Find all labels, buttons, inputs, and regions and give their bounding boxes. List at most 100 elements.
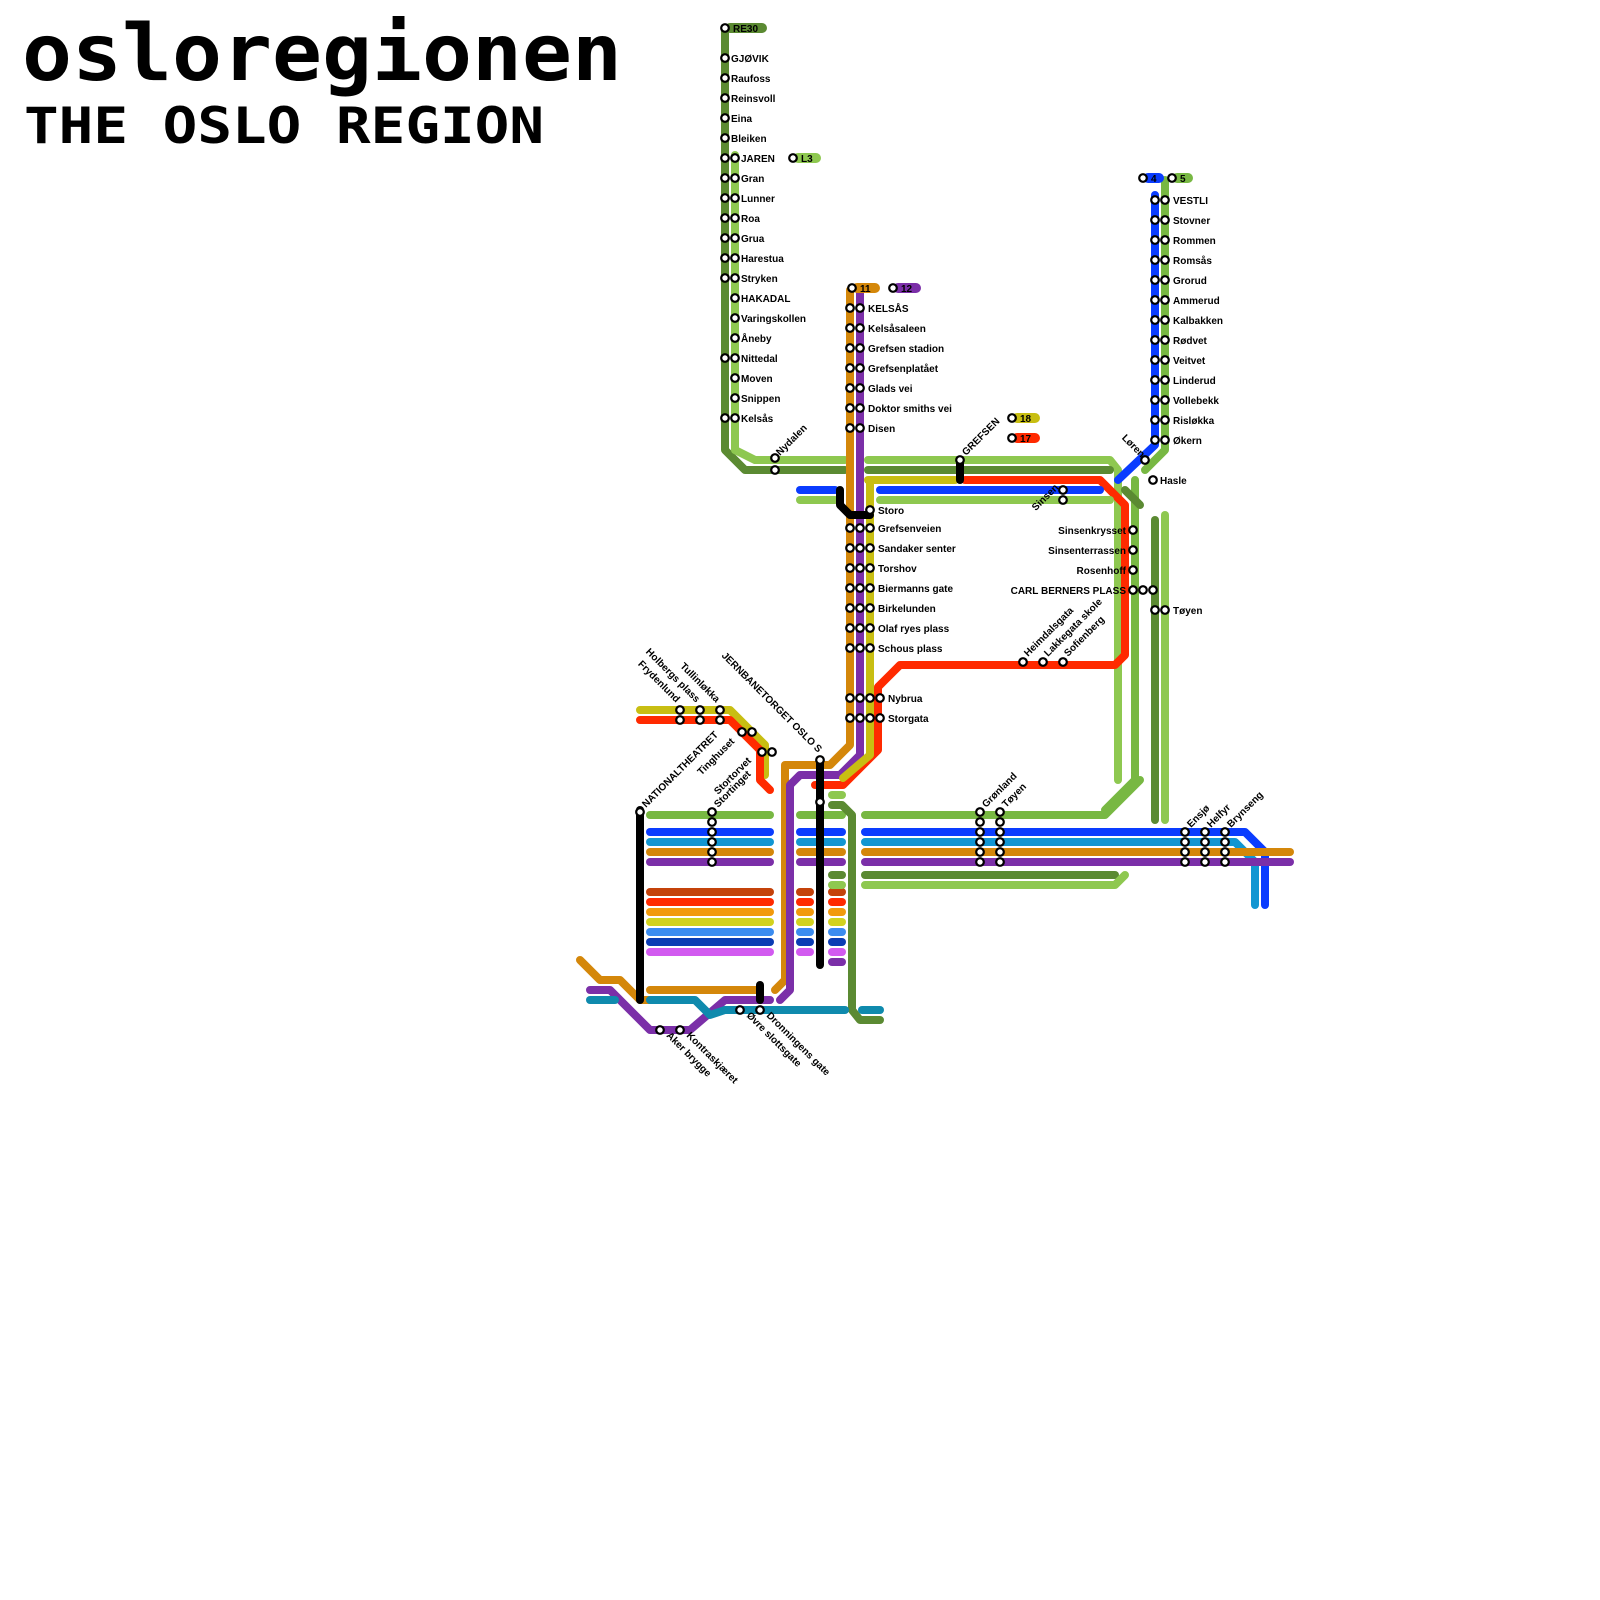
station-marker (1160, 605, 1170, 615)
station-marker (845, 343, 855, 353)
station-marker (707, 857, 717, 867)
station-marker (1128, 525, 1138, 535)
station-marker (1160, 375, 1170, 385)
station-marker (1150, 215, 1160, 225)
station-marker (695, 705, 705, 715)
legend-item: 17 (1007, 433, 1040, 445)
station-label-gjovik: GJØVIK (731, 54, 770, 65)
legend-item: 5 (1167, 173, 1193, 185)
station-marker (855, 603, 865, 613)
station-marker (1138, 585, 1148, 595)
station-marker (767, 747, 777, 757)
station-marker (730, 273, 740, 283)
legend-marker (1007, 413, 1017, 423)
station-marker (720, 173, 730, 183)
station-marker (865, 543, 875, 553)
station-marker (845, 603, 855, 613)
station-marker (735, 1005, 745, 1015)
station-marker (845, 693, 855, 703)
station-marker (730, 193, 740, 203)
station-marker (1180, 837, 1190, 847)
station-label-grorud: Grorud (1173, 276, 1207, 287)
station-marker (707, 827, 717, 837)
station-label-birkelunden: Birkelunden (878, 604, 936, 615)
station-label-carl-berners-plass: CARL BERNERS PLASS (1011, 586, 1127, 597)
station-marker (720, 193, 730, 203)
station-label-roa: Roa (741, 214, 760, 225)
station-marker (707, 847, 717, 857)
station-marker (845, 583, 855, 593)
station-marker (1220, 847, 1230, 857)
station-marker (720, 413, 730, 423)
station-label-aneby: Åneby (741, 332, 772, 345)
station-label-rislokka: Risløkka (1173, 416, 1215, 427)
station-marker (1160, 235, 1170, 245)
legend-marker (847, 283, 857, 293)
legend-item: L3 (788, 153, 821, 165)
legend-label: L3 (801, 154, 813, 165)
station-marker (1220, 827, 1230, 837)
legend-label: 12 (901, 284, 913, 295)
station-marker (730, 353, 740, 363)
legend-swatch (725, 23, 767, 33)
station-label-varingskollen: Varingskollen (741, 314, 806, 325)
station-marker (1128, 565, 1138, 575)
station-label-raufoss: Raufoss (731, 74, 771, 85)
station-label-storgata: Storgata (888, 714, 929, 725)
station-marker (730, 253, 740, 263)
station-label-toyen-north: Tøyen (1173, 606, 1202, 617)
station-marker (1160, 255, 1170, 265)
station-marker (1150, 235, 1160, 245)
station-marker (720, 253, 730, 263)
station-label-linderud: Linderud (1173, 376, 1216, 387)
station-marker (995, 857, 1005, 867)
station-marker (1160, 355, 1170, 365)
station-marker (1058, 657, 1068, 667)
station-label-storo: Storo (878, 506, 904, 517)
station-label-kelsas-rail: Kelsås (741, 413, 774, 425)
legend-marker (720, 23, 730, 33)
station-marker (845, 523, 855, 533)
station-marker (1150, 395, 1160, 405)
station-marker (1200, 857, 1210, 867)
station-marker (845, 423, 855, 433)
legend-marker (1167, 173, 1177, 183)
station-marker (730, 393, 740, 403)
station-label-romsas: Romsås (1173, 255, 1212, 267)
station-marker (875, 713, 885, 723)
legend-marker (1138, 173, 1148, 183)
station-marker (855, 563, 865, 573)
station-label-rodtvet: Rødvet (1173, 336, 1208, 347)
station-label-kelsas: KELSÅS (868, 302, 909, 315)
track-segment-darkgreen (828, 801, 884, 1024)
legend-swatch (1143, 173, 1164, 183)
station-marker (1160, 335, 1170, 345)
station-marker (707, 837, 717, 847)
station-marker (1180, 847, 1190, 857)
station-label-sandaker-senter: Sandaker senter (878, 544, 956, 555)
station-marker (730, 293, 740, 303)
station-label-kelsasaleen: Kelsåsaleen (868, 323, 926, 335)
station-marker (845, 713, 855, 723)
station-marker (975, 847, 985, 857)
legend-label: 4 (1151, 174, 1157, 185)
station-label-nittedal: Nittedal (741, 354, 778, 365)
legend-marker (788, 153, 798, 163)
legend-label: 18 (1020, 414, 1032, 425)
station-label-loren: Løren (1119, 433, 1146, 460)
station-marker (865, 603, 875, 613)
station-marker (720, 113, 730, 123)
station-marker (865, 623, 875, 633)
station-label-bleiken: Bleiken (731, 134, 767, 145)
station-marker (1038, 657, 1048, 667)
station-marker (975, 837, 985, 847)
station-marker (1128, 545, 1138, 555)
station-label-grefsen: GREFSEN (960, 416, 1002, 458)
station-marker (1160, 415, 1170, 425)
station-label-torshov: Torshov (878, 564, 917, 575)
station-label-vollebekk: Vollebekk (1173, 396, 1219, 407)
station-marker (730, 313, 740, 323)
station-marker (855, 403, 865, 413)
